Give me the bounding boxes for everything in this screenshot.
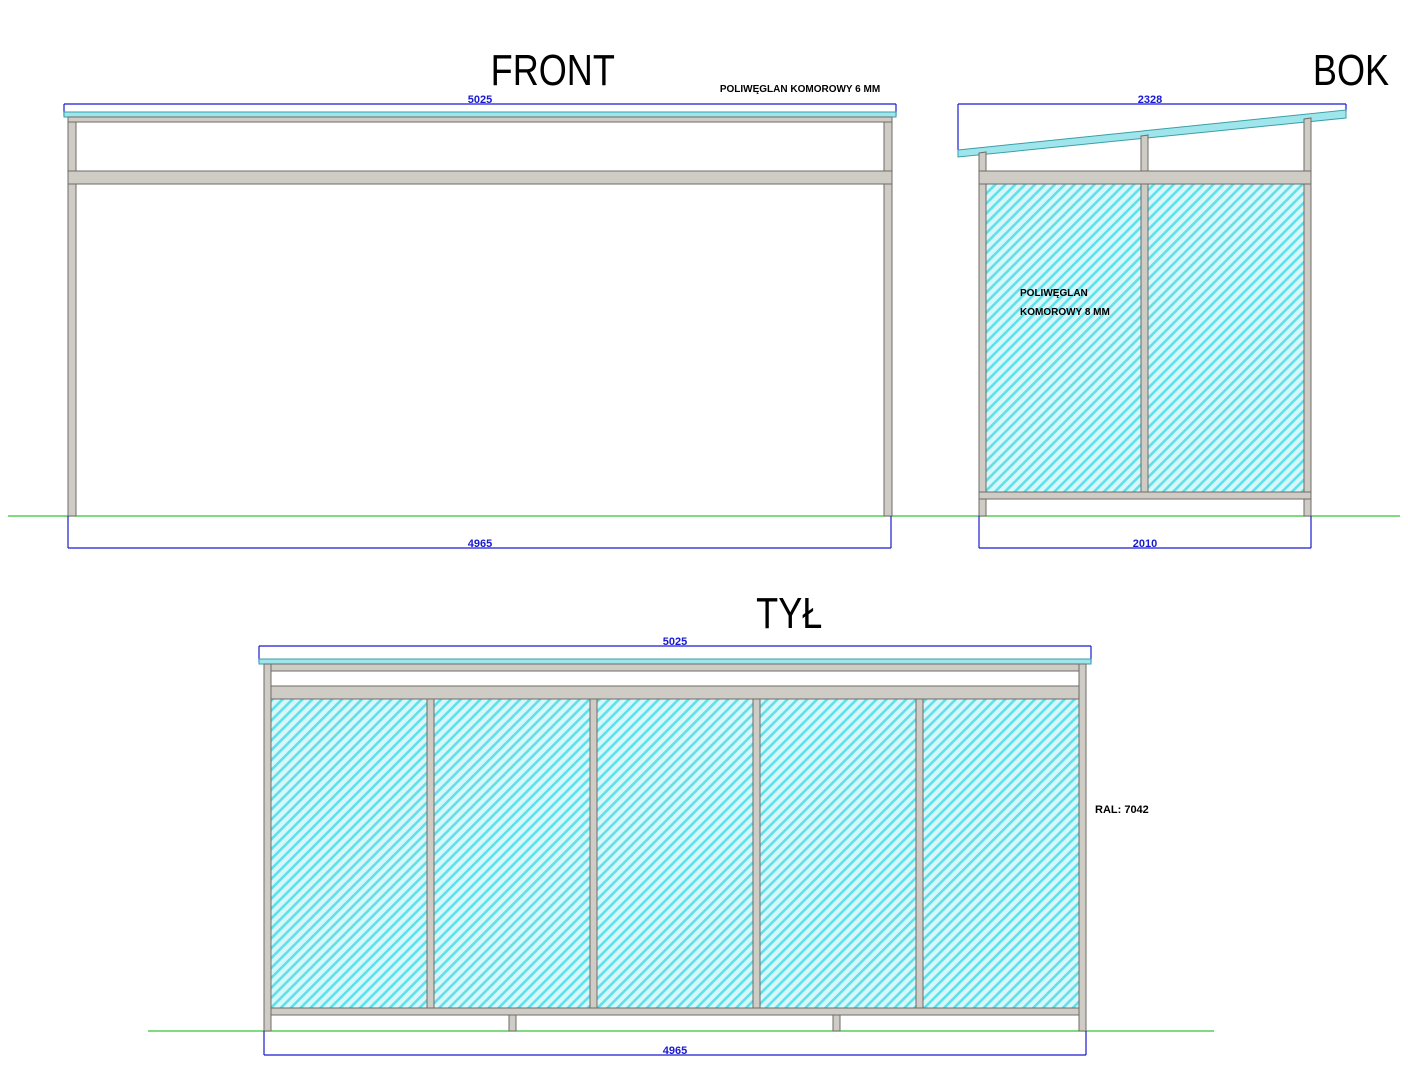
side-post-left	[978, 151, 987, 517]
back-upper-rail	[263, 685, 1087, 700]
front-bottom-dimension-label: 4965	[468, 538, 492, 550]
front-top-dimension-label: 5025	[468, 94, 492, 106]
side-panel-note-line2: KOMOROWY 8 MM	[1020, 307, 1110, 318]
front-roof-panel	[63, 111, 897, 118]
side-glass-panel-1	[985, 183, 1142, 493]
side-view: BOK 2328 POLIWĘGLAN KOMOROWY 8 MM 2010	[957, 46, 1389, 550]
side-glass-panel-2	[1147, 183, 1305, 493]
side-panel-note-line1: POLIWĘGLAN	[1020, 288, 1088, 299]
back-top-beam	[263, 663, 1087, 672]
side-post-middle	[1140, 134, 1149, 493]
back-foot-2	[832, 1014, 841, 1032]
front-top-beam	[67, 116, 893, 123]
front-roof-note: POLIWĘGLAN KOMOROWY 6 MM	[720, 84, 880, 95]
front-title: FRONT	[491, 46, 615, 95]
back-top-dimension-label: 5025	[663, 636, 687, 648]
side-roof-panel	[957, 109, 1347, 158]
back-view: TYŁ 5025 RAL: 7042 4965	[258, 589, 1149, 1057]
back-post-2	[1078, 663, 1087, 1032]
side-bottom-dimension-label: 2010	[1133, 538, 1157, 550]
back-mullion-3	[752, 698, 761, 1009]
back-glass-panel-1	[270, 698, 428, 1009]
side-lower-rail	[978, 491, 1312, 500]
front-view: FRONT POLIWĘGLAN KOMOROWY 6 MM 5025 4965	[63, 46, 897, 550]
back-glass-panel-4	[759, 698, 917, 1009]
back-glass-panel-3	[596, 698, 754, 1009]
back-mullion-1	[426, 698, 435, 1009]
front-cross-beam	[67, 170, 893, 185]
back-glass-panel-5	[922, 698, 1080, 1009]
back-bottom-dimension-label: 4965	[663, 1045, 687, 1057]
back-lower-rail	[263, 1007, 1087, 1016]
back-ral-note: RAL: 7042	[1095, 804, 1149, 816]
side-title: BOK	[1313, 46, 1389, 95]
back-foot-1	[508, 1014, 517, 1032]
back-title: TYŁ	[756, 589, 822, 638]
side-upper-rail	[978, 170, 1312, 185]
side-top-dimension-label: 2328	[1138, 94, 1162, 106]
back-roof-panel	[258, 658, 1092, 665]
back-mullion-2	[589, 698, 598, 1009]
back-mullion-4	[915, 698, 924, 1009]
back-glass-panel-2	[433, 698, 591, 1009]
back-post-1	[263, 663, 272, 1032]
